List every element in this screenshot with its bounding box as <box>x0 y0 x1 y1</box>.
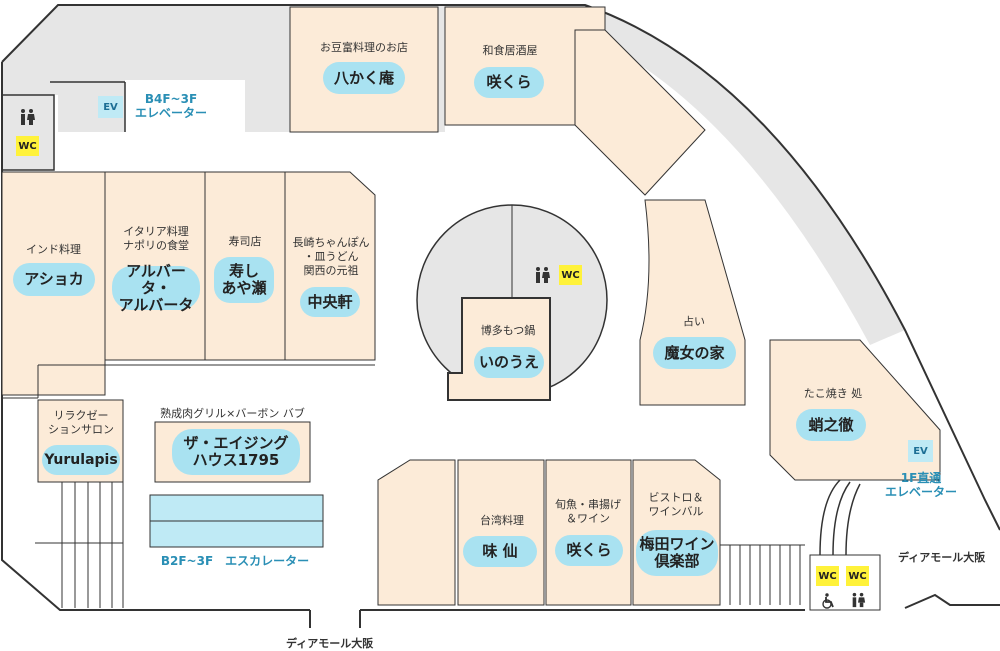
top-band <box>58 5 905 345</box>
wc-bottom-right-2: WC <box>846 566 869 586</box>
shop-ashoka-category: インド料理 <box>26 243 81 256</box>
shop-chuoken-category: 長崎ちゃんぽん ・皿うどん 関西の元祖 <box>292 236 370 277</box>
shop-sakura-top-category: 和食居酒屋 <box>482 44 538 57</box>
shop-mameya-name[interactable]: 八かく庵 <box>323 62 405 94</box>
escalator-label: B2F~3F エスカレーター <box>160 554 310 568</box>
shop-sakura-bottom-name[interactable]: 咲くら <box>555 535 623 566</box>
exit-right-label[interactable]: ディアモール大阪 <box>898 551 986 564</box>
shop-kotobuki-category: 寿司店 <box>228 235 262 248</box>
shop-kotobuki-name[interactable]: 寿し あや瀬 <box>214 257 274 303</box>
restroom-icon <box>18 108 36 130</box>
elevator-top-label: B4F~3F エレベーター <box>134 92 207 120</box>
left-wc-box <box>1 94 55 171</box>
wc-left: WC <box>16 136 39 156</box>
shop-inoue-name[interactable]: いのうえ <box>474 347 544 378</box>
wheelchair-icon <box>820 593 836 613</box>
shop-chuoken-name[interactable]: 中央軒 <box>300 287 360 317</box>
shop-albata-category: イタリア料理 ナポリの食堂 <box>123 225 189 252</box>
outer-wall <box>1 4 1000 531</box>
top-corridor <box>0 0 1000 380</box>
exit-bottom-label[interactable]: ディアモール大阪 <box>286 637 374 650</box>
shop-umeda-wine-category: ビストロ＆ ワインバル <box>648 491 704 518</box>
ev-top: EV <box>98 96 123 118</box>
shop-misen-name[interactable]: 味 仙 <box>463 536 537 567</box>
wc-center: WC <box>559 265 582 285</box>
shop-takoyaki-name[interactable]: 蛸之徹 <box>796 409 866 441</box>
shop-aging-name[interactable]: ザ・エイジング ハウス1795 <box>172 429 300 475</box>
shop-albata-name[interactable]: アルバータ・ アルバータ <box>112 262 200 313</box>
left-band <box>2 5 58 95</box>
shop-yurulapis-category: リラクゼー ションサロン <box>48 409 114 436</box>
shop-aging-category: 熟成肉グリル×バーボン バブ <box>160 407 305 420</box>
ev-right: EV <box>908 440 933 462</box>
shop-yurulapis-name[interactable]: Yurulapis <box>42 445 120 475</box>
shop-mameya-category: お豆富料理のお店 <box>320 41 408 54</box>
wc-bottom-right-1: WC <box>816 566 839 586</box>
shop-sakura-bottom-category: 旬魚・串揚げ ＆ワイン <box>555 498 621 525</box>
restroom-icon <box>533 266 551 288</box>
shop-misen-category: 台湾料理 <box>480 514 524 527</box>
shop-inoue-category: 博多もつ鍋 <box>480 324 536 337</box>
shop-takoyaki-category: たこ焼き 処 <box>803 387 863 400</box>
restroom-icon <box>849 592 867 612</box>
elevator-right-label: 1F直通 エレベーター <box>884 471 957 499</box>
shop-sakura-top-name[interactable]: 咲くら <box>474 67 544 98</box>
bottom-right-wall <box>904 593 1000 609</box>
shop-ashoka-name[interactable]: アショカ <box>13 263 95 296</box>
shop-majo-category: 占い <box>683 315 705 328</box>
shop-umeda-wine-name[interactable]: 梅田ワイン 倶楽部 <box>636 530 718 576</box>
shop-majo-name[interactable]: 魔女の家 <box>653 337 736 369</box>
